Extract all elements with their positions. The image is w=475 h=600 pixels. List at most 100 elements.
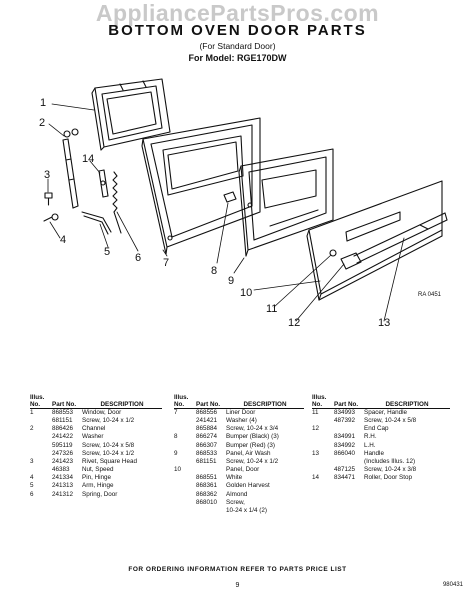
illus-number: 6	[30, 490, 34, 498]
header-description: DESCRIPTION	[243, 401, 287, 408]
header-part: Part No.	[196, 401, 221, 408]
header-illus: Illus. No.	[174, 394, 189, 408]
illus-number	[30, 417, 52, 425]
part-description: Nut, Speed	[82, 466, 114, 474]
callout-10: 10	[240, 287, 252, 299]
table-row: 866307 Bumper (Red) (3)	[174, 442, 304, 450]
rivet-and-pin	[43, 192, 59, 222]
table-row: 10 Panel, Door	[174, 466, 304, 474]
part-number: 241423	[52, 457, 74, 465]
callout-labels: 1 2 3 4 5 6 7 8 9 10 11 12 13 14 RA 0451	[39, 97, 442, 329]
part-description: Pin, Hinge	[82, 474, 112, 482]
part-number: 834991	[334, 433, 356, 441]
illus-number: 3	[30, 457, 34, 465]
part-description: Spring, Door	[82, 490, 118, 498]
part-description: Bumper (Red) (3)	[226, 441, 275, 449]
part-description: Handle	[364, 449, 384, 457]
handle-spacer	[329, 249, 337, 257]
table-row: 487392 Screw, 10-24 x 5/8	[312, 417, 450, 425]
part-number: 866307	[196, 441, 218, 449]
part-description: Screw, 10-24 x 3/4	[226, 425, 279, 433]
part-description: L.H.	[364, 441, 376, 449]
part-number: 868533	[196, 449, 218, 457]
table-row: 865884 Screw, 10-24 x 3/4	[174, 425, 304, 433]
header-part: Part No.	[334, 401, 359, 408]
part-description: Screw, 10-24 x 5/8	[364, 417, 417, 425]
illus-number: 8	[174, 433, 178, 441]
part-number	[334, 425, 364, 433]
part-number: 487392	[334, 417, 356, 425]
illus-number	[312, 466, 334, 474]
handle-end-cap	[340, 252, 362, 270]
illus-number: 2	[30, 425, 34, 433]
table-row: (Includes Illus. 12)	[312, 458, 450, 466]
part-number: 595119	[52, 441, 73, 449]
bumper	[223, 191, 237, 203]
part-number: 241422	[52, 433, 74, 441]
callout-3: 3	[44, 169, 50, 181]
door-window	[91, 78, 171, 151]
air-wash-panel	[238, 148, 334, 257]
door-liner	[141, 117, 261, 255]
illus-number: 10	[174, 466, 182, 474]
illus-number	[312, 442, 334, 450]
part-number: 487125	[334, 466, 356, 474]
part-number: 46383	[52, 466, 70, 474]
illus-number	[312, 433, 334, 441]
part-description: Golden Harvest	[226, 482, 270, 490]
ordering-note: FOR ORDERING INFORMATION REFER TO PARTS …	[128, 566, 347, 573]
part-number: 866040	[334, 449, 356, 457]
illus-number	[30, 466, 52, 474]
part-number: 868551	[196, 474, 218, 482]
door-stop-roller	[98, 169, 109, 198]
callout-6: 6	[135, 252, 141, 264]
illus-number: 11	[312, 409, 319, 416]
illus-number	[174, 491, 196, 499]
header-illus: Illus. No.	[30, 394, 45, 408]
diagram-ref-code: RA 0451	[418, 292, 442, 298]
callout-9: 9	[228, 275, 234, 287]
page-subtitle: (For Standard Door)	[199, 41, 276, 51]
part-number: 886426	[52, 425, 74, 433]
table-row: 595119 Screw, 10-24 x 5/8	[30, 442, 162, 450]
part-description: End Cap	[364, 425, 389, 433]
part-description: Almond	[226, 490, 248, 498]
part-description: Screw,	[226, 498, 245, 506]
illus-number: 7	[174, 409, 178, 416]
part-number: 241313	[52, 482, 74, 490]
exploded-parts-diagram: 1 2 3 4 5 6 7 8 9 10 11 12 13 14 RA 0451	[39, 78, 448, 329]
illus-number: 9	[174, 449, 178, 457]
part-description: Screw, 10-24 x 5/8	[82, 441, 135, 449]
illus-number: 1	[30, 409, 34, 416]
header-part: Part No.	[52, 401, 77, 408]
part-number: 868556	[196, 409, 218, 416]
callout-7: 7	[163, 257, 169, 269]
part-description: White	[226, 474, 243, 482]
page-title: BOTTOM OVEN DOOR PARTS	[108, 22, 367, 39]
part-number	[334, 458, 364, 466]
part-number: 868553	[52, 409, 74, 416]
part-description: Washer (4)	[226, 417, 257, 425]
parts-header: Illus. No. Part No. DESCRIPTION	[174, 392, 304, 409]
part-description: Window, Door	[82, 409, 122, 416]
part-description: Panel, Door	[226, 466, 260, 474]
part-number: 681151	[52, 417, 73, 425]
header-illus: Illus. No.	[312, 394, 327, 408]
illus-number	[174, 482, 196, 490]
callout-2: 2	[39, 117, 45, 129]
part-number: 865884	[196, 425, 218, 433]
part-number: 868010	[196, 498, 218, 506]
illus-number	[30, 450, 52, 458]
part-description: Bumper (Black) (3)	[226, 433, 279, 441]
